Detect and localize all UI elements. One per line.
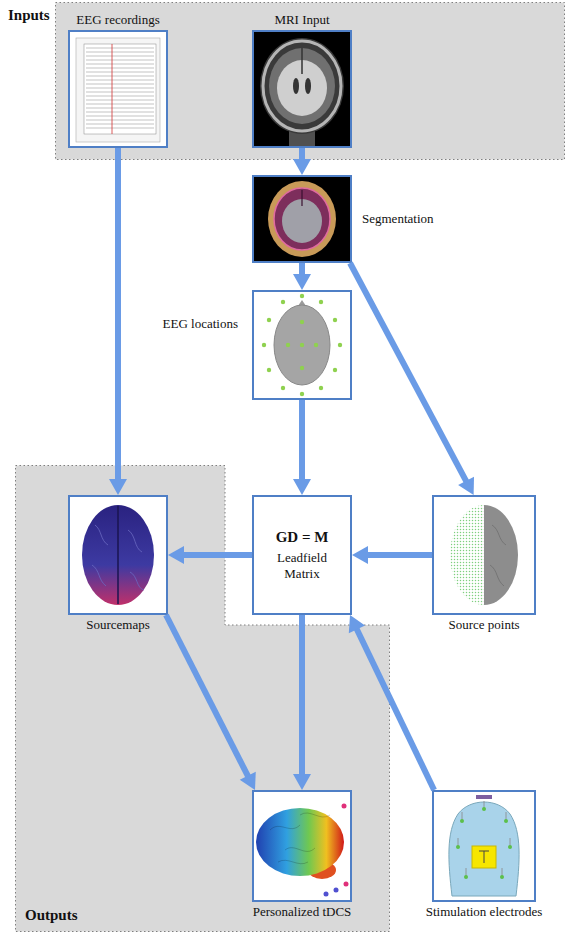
arrow-head (352, 546, 368, 564)
equation: GD = M (276, 528, 329, 546)
mri-image (254, 32, 350, 146)
arrow-shaft (182, 552, 252, 558)
flow-arrow (293, 263, 311, 290)
arrow-head (293, 159, 311, 175)
arrow-head (293, 274, 311, 290)
panel-title: Inputs (8, 6, 50, 24)
arrow-head (240, 772, 256, 790)
arrow-head (458, 477, 474, 495)
arrow-shaft (366, 552, 432, 558)
flow-arrow (350, 263, 474, 495)
box-text: Leadfield Matrix (269, 550, 335, 581)
panel-title: Outputs (25, 906, 78, 924)
arrow-shaft (299, 148, 305, 161)
stimulation-head-image (449, 795, 519, 896)
box-label: MRI Input (274, 12, 329, 28)
eeg-plot-image (76, 38, 160, 142)
panel-outline (16, 466, 390, 932)
box-label: Stimulation electrodes (426, 904, 543, 920)
arrow-shaft (299, 615, 305, 776)
electrode-locations-image (262, 294, 342, 396)
segmentation-image (254, 177, 350, 261)
sourcemap-image (82, 505, 154, 605)
box-label: EEG recordings (76, 12, 159, 28)
arrow-shaft (350, 263, 467, 482)
box-label: Segmentation (362, 211, 434, 227)
arrow-head (293, 774, 311, 790)
flow-arrow (349, 615, 434, 790)
source-points-image (450, 505, 518, 605)
flow-arrow (166, 615, 256, 790)
arrow-head (109, 479, 127, 495)
arrow-head (168, 546, 184, 564)
arrow-shaft (299, 400, 305, 481)
box-label: Sourcemaps (86, 617, 150, 633)
panel-outline (56, 3, 565, 160)
box-label: Personalized tDCS (253, 904, 352, 920)
arrow-shaft (166, 615, 248, 777)
flow-arrow (109, 148, 127, 495)
flow-arrow (293, 615, 311, 790)
flow-arrow (352, 546, 432, 564)
arrow-head (349, 615, 365, 633)
tdcs-brain-image (256, 804, 349, 897)
matrix-box: GD = M Leadfield Matrix (252, 495, 352, 615)
arrow-shaft (115, 148, 121, 481)
arrow-shaft (356, 628, 434, 790)
arrow-head (293, 479, 311, 495)
flow-arrow (293, 148, 311, 175)
box-label: Source points (448, 617, 519, 633)
flow-arrow (293, 400, 311, 495)
flow-arrow (168, 546, 252, 564)
box-label: EEG locations (163, 316, 238, 332)
arrow-shaft (299, 263, 305, 276)
